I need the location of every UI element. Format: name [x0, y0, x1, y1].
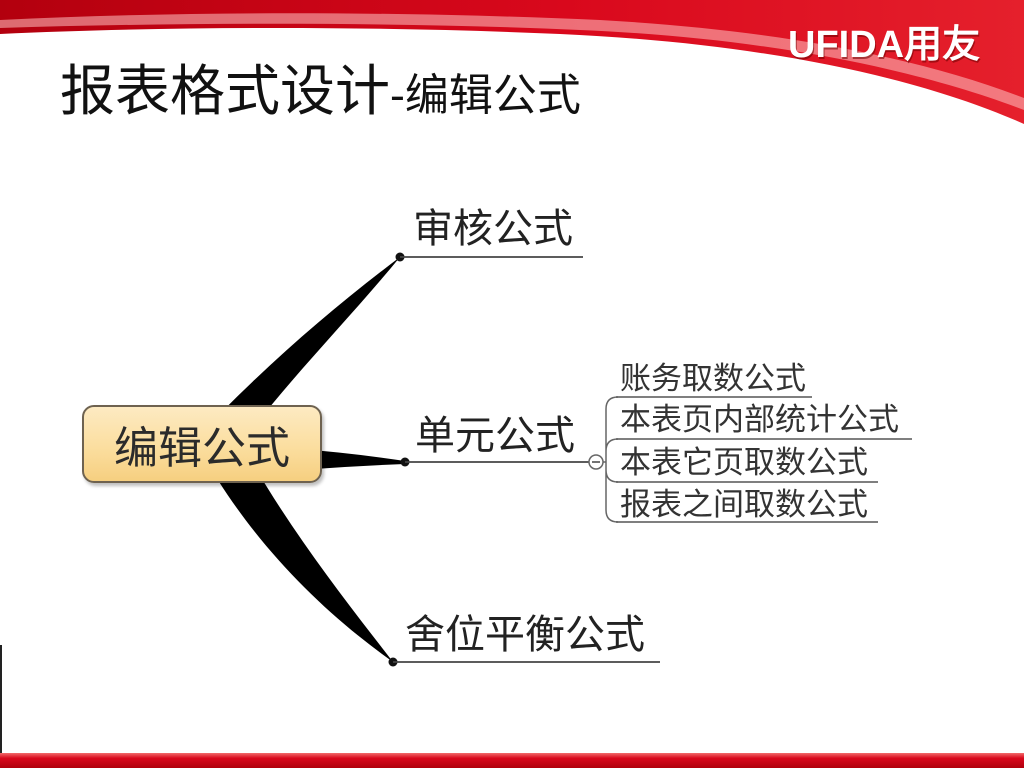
slide-title-sub: -编辑公式 [390, 70, 581, 121]
sub-branch-label: 报表之间取数公式 [620, 487, 868, 523]
sub-branch-label: 账务取数公式 [620, 361, 806, 397]
mindmap-center-node: 编辑公式 [82, 405, 322, 483]
slide-title-main: 报表格式设计 [60, 59, 391, 123]
collapse-minus-icon[interactable] [588, 454, 604, 470]
slide-title: 报表格式设计 -编辑公式 [60, 56, 581, 131]
branch-label-rounding: 舍位平衡公式 [405, 612, 645, 658]
branch-connector-audit [190, 257, 400, 445]
branch-connector-rounding [200, 450, 393, 662]
header-swoosh-highlight [0, 13, 1024, 110]
sub-branch-label: 本表它页取数公式 [620, 445, 868, 481]
footer-band [0, 753, 1024, 768]
branch-label-cell: 单元公式 [415, 413, 575, 459]
sub-branch-label: 本表页内部统计公式 [620, 402, 899, 438]
branch-label-audit: 审核公式 [413, 206, 573, 252]
branch-connector-cell [300, 449, 405, 470]
header-swoosh [0, 0, 1024, 124]
ufida-logo: UFIDA用友 [788, 24, 981, 66]
left-edge-line [0, 645, 2, 753]
sub-branch-bracket [603, 396, 619, 523]
